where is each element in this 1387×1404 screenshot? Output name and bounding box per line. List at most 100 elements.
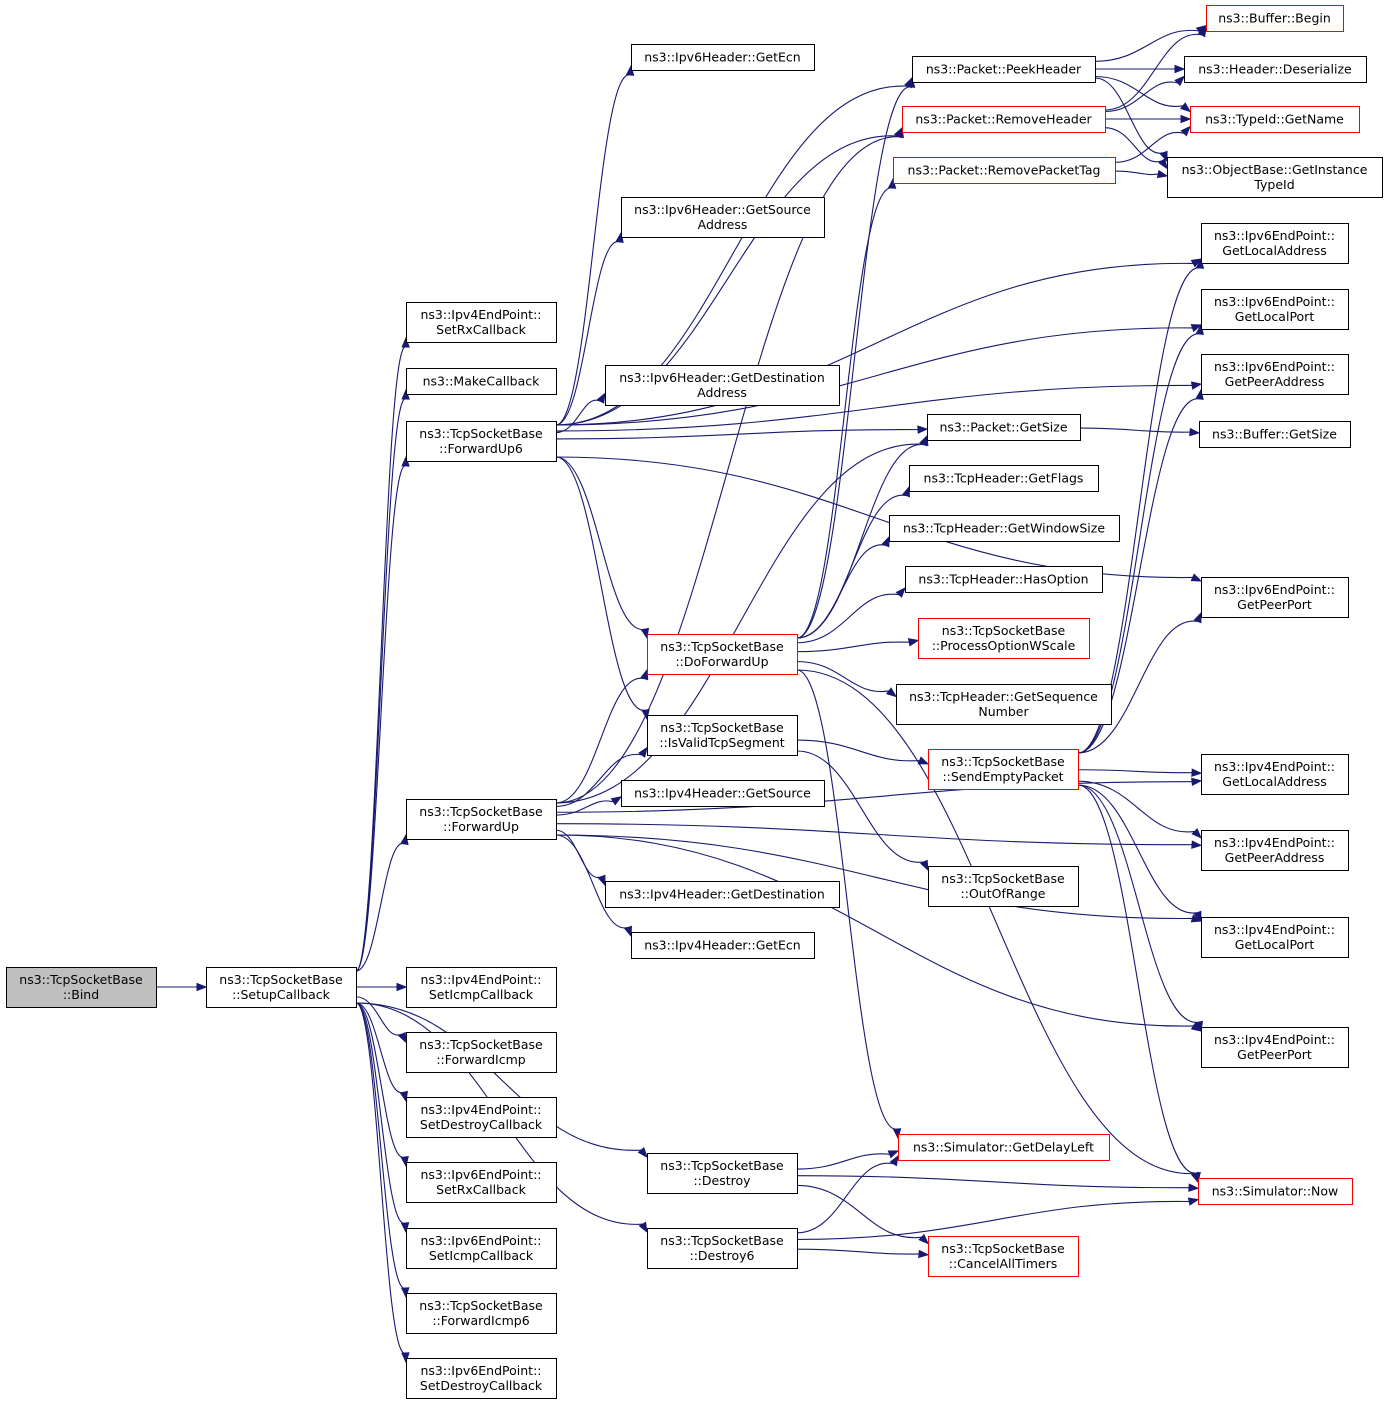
node-type-name[interactable]: ns3::TypeId::GetName [1190,106,1360,133]
node-label: GetLocalPort [1235,309,1315,324]
node-v4-set-destroy[interactable]: ns3::Ipv4EndPoint::SetDestroyCallback [406,1097,557,1138]
node-label: ::OutOfRange [961,886,1046,901]
node-proc-ws[interactable]: ns3::TcpSocketBase::ProcessOptionWScale [918,618,1090,659]
edge-line [555,443,924,804]
node-label: ::CancelAllTimers [949,1256,1058,1271]
node-v6-peer-port[interactable]: ns3::Ipv6EndPoint::GetPeerPort [1201,577,1349,618]
node-peek-hdr[interactable]: ns3::Packet::PeekHeader [912,56,1096,83]
node-v4-peer-port[interactable]: ns3::Ipv4EndPoint::GetPeerPort [1201,1027,1349,1068]
edge-line [796,660,890,693]
node-v6-loc-addr[interactable]: ns3::Ipv6EndPoint::GetLocalAddress [1201,223,1349,264]
node-label: ns3::TcpHeader::GetWindowSize [903,521,1105,536]
node-label: ns3::Ipv6EndPoint:: [421,1233,542,1248]
node-box [896,684,1112,725]
edge-arrowhead [889,1154,899,1167]
node-label: SetIcmpCallback [429,1248,534,1263]
node-v6-set-icmp[interactable]: ns3::Ipv6EndPoint::SetIcmpCallback [406,1228,557,1269]
node-label: ns3::TcpHeader::GetSequence [909,689,1098,704]
node-pkt-size[interactable]: ns3::Packet::GetSize [927,414,1081,441]
node-v6-set-destroy[interactable]: ns3::Ipv6EndPoint::SetDestroyCallback [406,1358,557,1399]
node-label: ns3::TypeId::GetName [1205,112,1344,127]
node-buf-size[interactable]: ns3::Buffer::GetSize [1199,421,1351,448]
node-v4-set-icmp[interactable]: ns3::Ipv4EndPoint::SetIcmpCallback [406,967,557,1008]
node-setup[interactable]: ns3::TcpSocketBase::SetupCallback [206,967,357,1008]
node-buf-begin[interactable]: ns3::Buffer::Begin [1206,5,1344,32]
node-hdr-deser[interactable]: ns3::Header::Deserialize [1184,56,1367,83]
node-v6-set-rx[interactable]: ns3::Ipv6EndPoint::SetRxCallback [406,1162,557,1203]
node-rm-tag[interactable]: ns3::Packet::RemovePacketTag [893,157,1116,184]
edge-arrowhead [1158,158,1168,170]
node-label: GetLocalAddress [1222,774,1326,789]
node-out-of-range[interactable]: ns3::TcpSocketBase::OutOfRange [928,866,1079,907]
node-box [6,967,157,1008]
edge-do-fwd-up-to-has-opt [796,586,906,644]
node-v6-peer-addr[interactable]: ns3::Ipv6EndPoint::GetPeerAddress [1201,354,1349,395]
node-delay-left[interactable]: ns3::Simulator::GetDelayLeft [898,1134,1110,1161]
node-v4-get-src[interactable]: ns3::Ipv4Header::GetSource [621,780,825,807]
node-v4-set-rx[interactable]: ns3::Ipv4EndPoint::SetRxCallback [406,302,557,343]
node-box [1201,289,1349,330]
edge-fwdup-to-v4-get-ecn [555,834,633,938]
edge-peek-hdr-to-obj-inst [1094,77,1168,163]
node-label: GetPeerAddress [1225,374,1325,389]
node-get-flags[interactable]: ns3::TcpHeader::GetFlags [909,465,1099,492]
node-rm-hdr[interactable]: ns3::Packet::RemoveHeader [902,106,1106,133]
node-v4-loc-port[interactable]: ns3::Ipv4EndPoint::GetLocalPort [1201,917,1349,958]
edge-line [796,1184,922,1239]
node-box [1201,577,1349,618]
node-destroy6[interactable]: ns3::TcpSocketBase::Destroy6 [647,1228,798,1269]
node-box [605,881,840,908]
node-fwdup6[interactable]: ns3::TcpSocketBase::ForwardUp6 [406,421,557,462]
node-destroy[interactable]: ns3::TcpSocketBase::Destroy [647,1153,798,1194]
node-label: TypeId [1253,177,1294,192]
edge-line [796,187,893,639]
node-label: ns3::Packet::RemovePacketTag [908,163,1101,178]
node-box [1184,56,1367,83]
node-label: ns3::Buffer::Begin [1218,11,1331,26]
node-v4-get-dst[interactable]: ns3::Ipv4Header::GetDestination [605,881,840,908]
edge-line [555,753,642,807]
node-label: ns3::Packet::GetSize [939,420,1067,435]
edge-line [1114,170,1159,176]
edge-line [796,641,910,653]
edge-setup-to-v4-set-destroy [355,1002,408,1103]
node-box [918,618,1090,659]
node-is-valid[interactable]: ns3::TcpSocketBase::IsValidTcpSegment [647,715,798,756]
edge-arrowhead [1194,1020,1204,1033]
node-makecb[interactable]: ns3::MakeCallback [406,368,557,395]
node-fwdup[interactable]: ns3::TcpSocketBase::ForwardUp [406,799,557,840]
edge-line [555,800,614,816]
node-box [1201,917,1349,958]
node-has-opt[interactable]: ns3::TcpHeader::HasOption [905,566,1103,593]
edge-arrowhead [1187,1197,1200,1206]
node-v4-get-ecn[interactable]: ns3::Ipv4Header::GetEcn [631,932,815,959]
edge-arrowhead [917,425,929,434]
edge-line [555,135,898,426]
node-send-empty[interactable]: ns3::TcpSocketBase::SendEmptyPacket [928,749,1079,790]
node-box [1201,223,1349,264]
node-label: GetPeerPort [1237,597,1312,612]
edge-fwdup-to-v4-loc-port [555,834,1203,923]
node-cancel-all[interactable]: ns3::TcpSocketBase::CancelAllTimers [928,1236,1079,1277]
edge-line [1094,29,1199,62]
node-fwd-icmp6[interactable]: ns3::TcpSocketBase::ForwardIcmp6 [406,1293,557,1334]
node-get-win[interactable]: ns3::TcpHeader::GetWindowSize [889,515,1120,542]
node-v4-peer-addr[interactable]: ns3::Ipv4EndPoint::GetPeerAddress [1201,830,1349,871]
edge-line [555,327,1193,426]
node-v4-loc-addr[interactable]: ns3::Ipv4EndPoint::GetLocalAddress [1201,754,1349,795]
edge-arrowhead [1190,573,1203,582]
node-label: ns3::TcpSocketBase [219,972,343,987]
node-sim-now[interactable]: ns3::Simulator::Now [1198,1178,1353,1205]
node-v6-loc-port[interactable]: ns3::Ipv6EndPoint::GetLocalPort [1201,289,1349,330]
node-do-fwd-up[interactable]: ns3::TcpSocketBase::DoForwardUp [647,634,798,675]
node-fwd-icmp[interactable]: ns3::TcpSocketBase::ForwardIcmp [406,1032,557,1073]
edge-line [1077,333,1200,754]
edge-arrowhead [1189,427,1201,437]
edge-line [555,834,629,929]
edge-fwdup-to-v4-peer-addr [555,823,1203,849]
node-v6-get-ecn[interactable]: ns3::Ipv6Header::GetEcn [631,44,815,71]
